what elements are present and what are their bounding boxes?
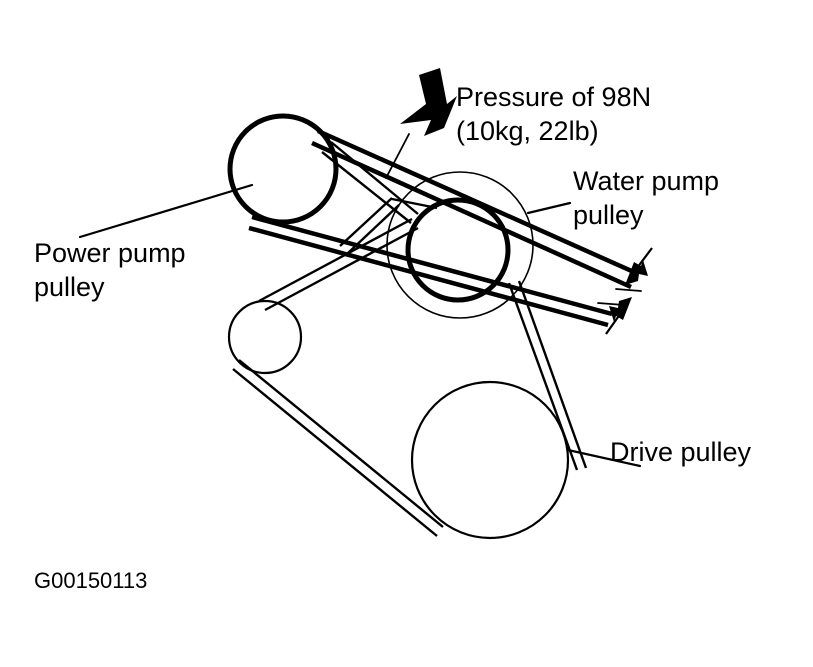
water-pump-label-line2: pulley <box>573 200 644 230</box>
belt-power-to-water-lower <box>248 214 613 328</box>
pressure-leader-line <box>385 133 410 179</box>
figure-id-label: G00150113 <box>34 568 147 593</box>
deflection-arrowhead-up <box>609 297 632 322</box>
down-arrow-icon <box>400 68 457 136</box>
water-pump-leader <box>526 201 572 215</box>
deflection-tick-lower <box>597 302 625 306</box>
belt-idler-upper <box>258 217 419 312</box>
water-pump-pulley <box>405 197 511 303</box>
pressure-label-line1: Pressure of 98N <box>456 82 651 112</box>
water-pump-label-line1: Water pump <box>573 166 719 196</box>
power-pump-label-line1: Power pump <box>34 238 186 268</box>
idler-pulley <box>227 299 303 375</box>
deflection-arrows-icon <box>597 247 653 335</box>
pulley-group <box>227 113 570 540</box>
pressure-label-line2: (10kg, 22lb) <box>456 116 599 146</box>
drive-pulley-label: Drive pulley <box>610 437 752 467</box>
power-pump-label-line2: pulley <box>34 272 105 302</box>
drive-pulley <box>410 380 570 540</box>
drive-pulley-leader <box>566 448 642 468</box>
belt-idler-to-drive <box>232 359 444 537</box>
labels-group: Pressure of 98N (10kg, 22lb) Water pump … <box>34 82 752 593</box>
power-pump-leader <box>78 183 254 239</box>
water-pump-outer-ring <box>386 171 534 319</box>
power-pump-pulley <box>227 113 339 225</box>
deflection-arrowhead-down <box>625 260 648 285</box>
leader-group <box>78 183 642 468</box>
deflection-tick-upper <box>615 288 642 292</box>
pressure-arrow-group <box>385 68 457 179</box>
